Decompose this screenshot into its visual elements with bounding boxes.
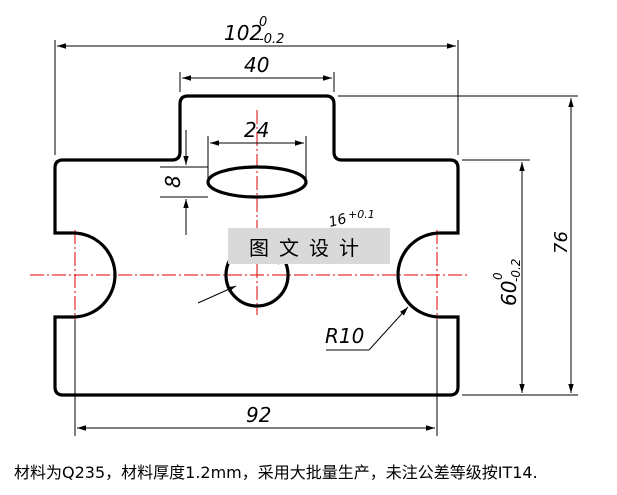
watermark-label: 图文设计 xyxy=(228,228,390,264)
dim-hole-dia: 16 xyxy=(327,211,348,231)
leader-hole xyxy=(197,285,237,304)
dim-height-76: 76 xyxy=(551,231,572,254)
dim-slot-length: 24 xyxy=(244,118,269,142)
caption-text: 材料为Q235，材料厚度1.2mm，采用大批量生产，未注公差等级按IT14. xyxy=(14,463,538,482)
dim-notch-radius: R10 xyxy=(325,324,364,348)
dim-hole-tol: +0.1 xyxy=(348,208,375,221)
dimension-lines xyxy=(54,40,578,436)
dim-overall-tol-upper: 0 xyxy=(259,15,267,30)
dim-overall-width: 102 xyxy=(224,21,262,45)
dim-slot-width: 8 xyxy=(161,175,185,188)
part-outline xyxy=(53,94,460,397)
oblong-slot xyxy=(206,165,308,199)
dim-notch-distance: 92 xyxy=(246,403,271,427)
dim-tab-width: 40 xyxy=(244,53,269,77)
dim-height-60: 60 xyxy=(497,281,521,306)
dim-height-tol-lower: -0.2 xyxy=(509,259,523,282)
leader-r10 xyxy=(368,306,409,351)
dimension-texts: 102 0 -0.2 40 24 8 16 +0.1 60 0 -0.2 76 … xyxy=(161,15,572,427)
dim-overall-tol-lower: -0.2 xyxy=(259,32,284,47)
dim-height-tol-upper: 0 xyxy=(491,272,505,280)
